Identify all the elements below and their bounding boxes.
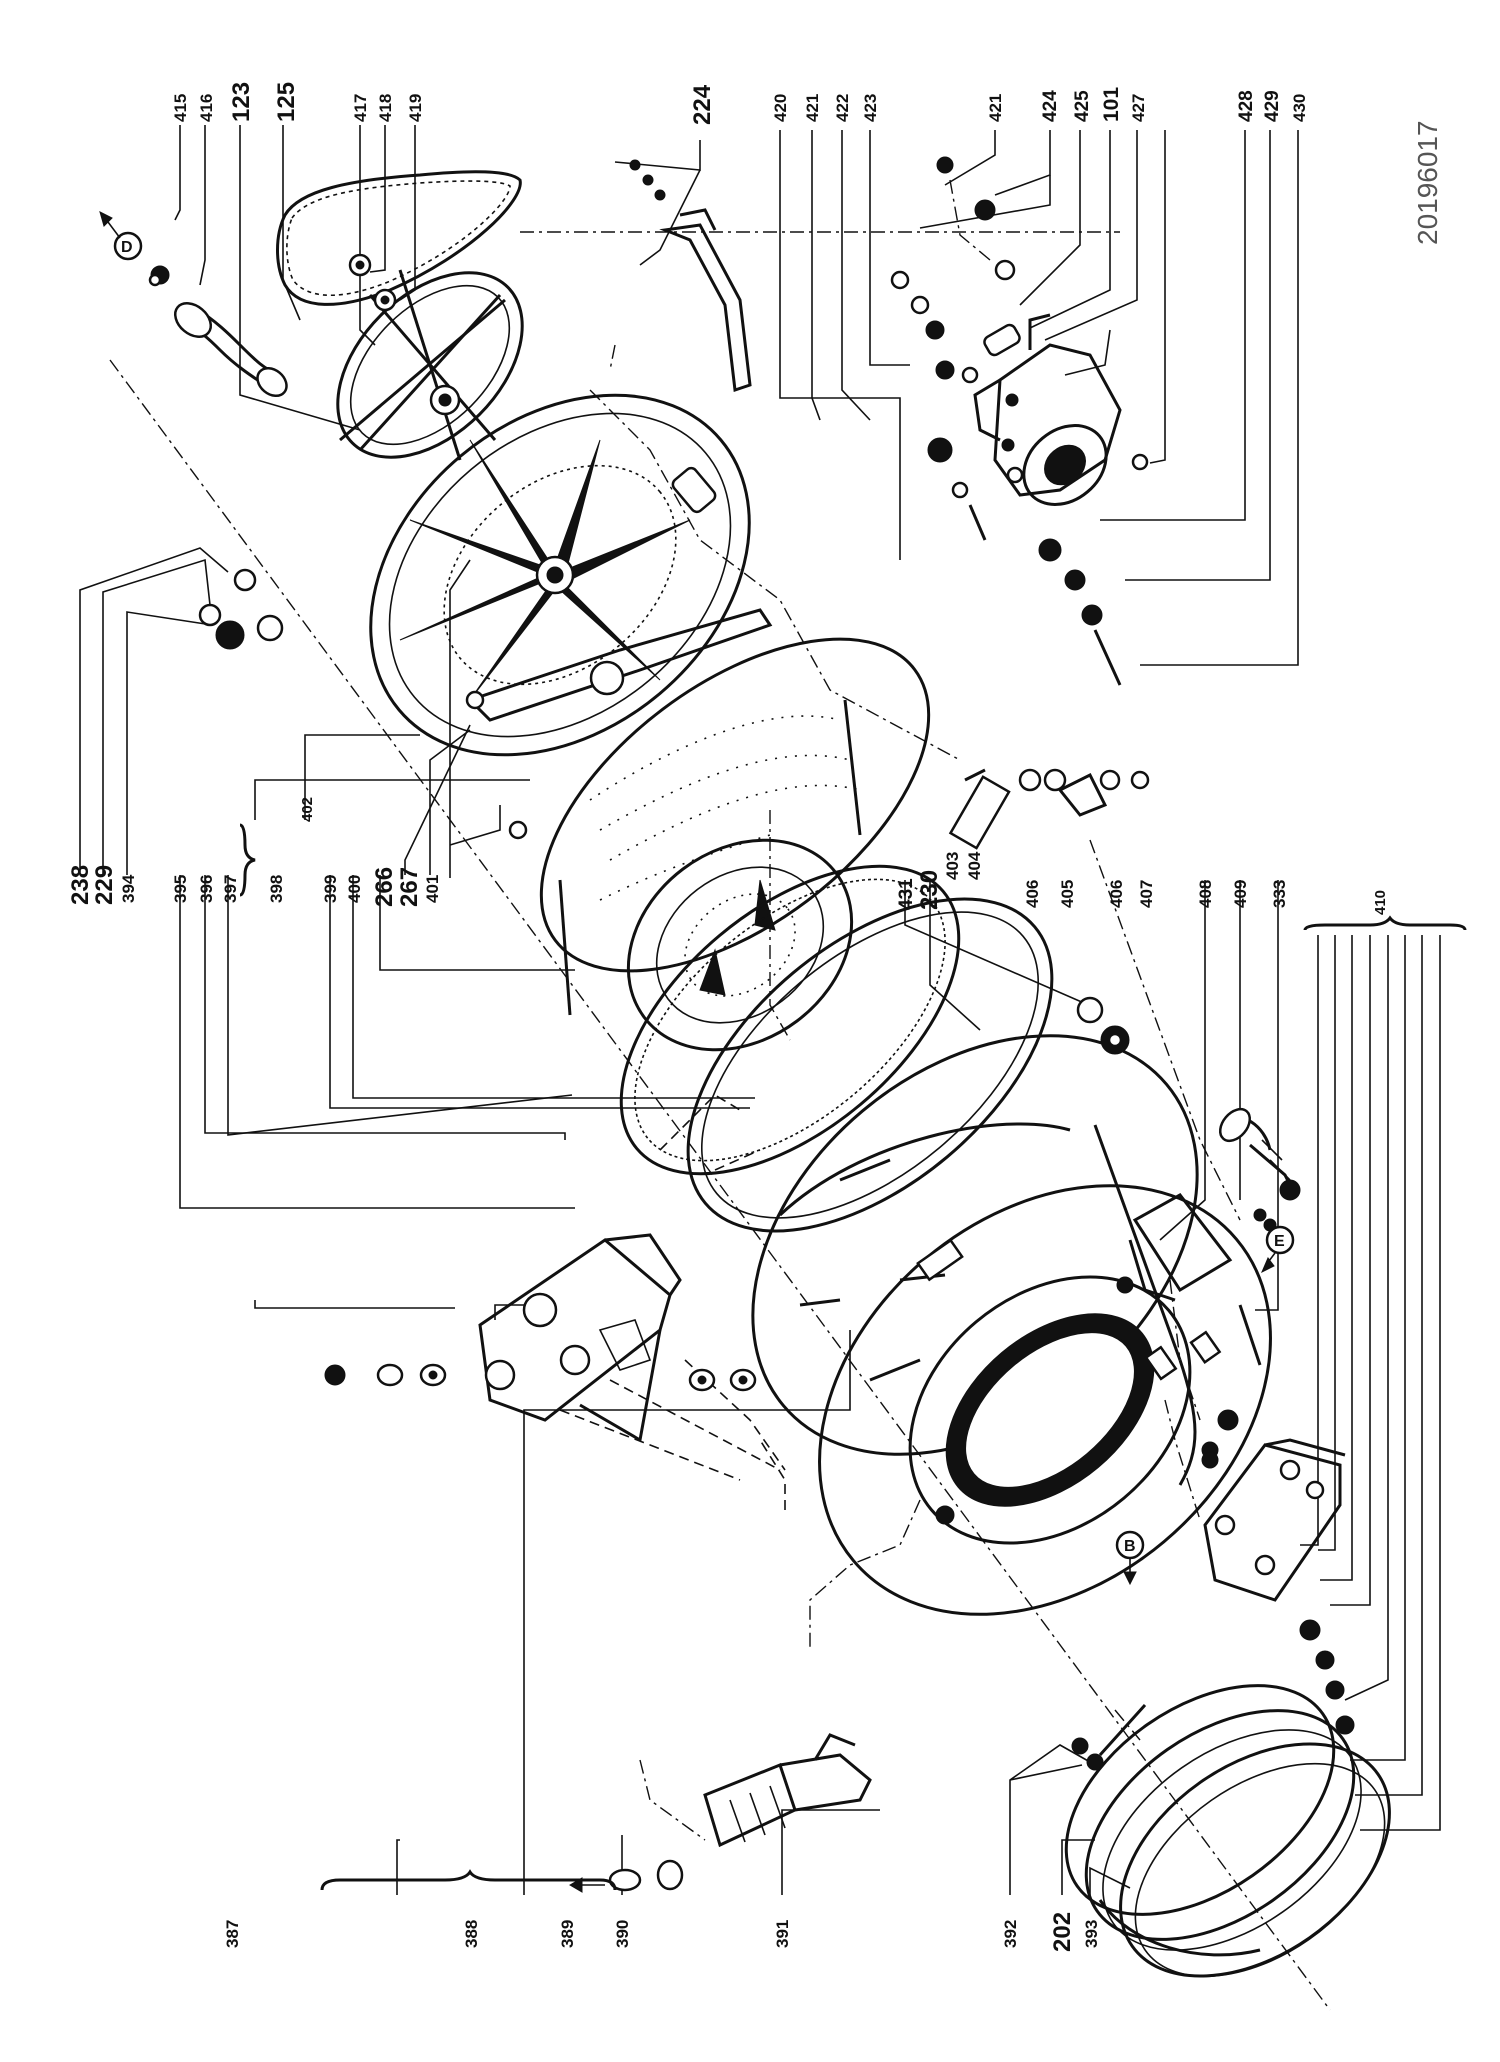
label-421-top: 421 <box>803 94 822 122</box>
part-labels: 415 416 123 125 417 418 419 224 420 421 … <box>67 82 1443 1952</box>
leader-lines <box>79 125 1441 1895</box>
pulley-fixings <box>348 253 397 312</box>
label-392: 392 <box>1001 1920 1020 1948</box>
label-410: 410 <box>1372 890 1389 915</box>
label-423: 423 <box>861 94 880 122</box>
rear-tub-and-spider <box>198 393 751 757</box>
label-394: 394 <box>119 874 138 903</box>
front-tub <box>751 1034 1272 1616</box>
label-397: 397 <box>221 875 240 903</box>
label-388: 388 <box>462 1920 481 1948</box>
label-396: 396 <box>197 875 216 903</box>
callouts: D E B <box>99 211 1295 1586</box>
label-408: 408 <box>1196 880 1215 908</box>
drive-belt <box>276 170 522 306</box>
callout-b: B <box>1124 1538 1136 1555</box>
label-123: 123 <box>228 82 255 122</box>
label-420: 420 <box>771 94 790 122</box>
label-238: 238 <box>67 865 94 905</box>
fixing-washers <box>324 1363 757 1392</box>
label-393: 393 <box>1082 1920 1101 1948</box>
label-229: 229 <box>91 865 118 905</box>
counterweight <box>478 1233 682 1443</box>
label-101: 101 <box>1100 87 1123 122</box>
label-421-right: 421 <box>986 94 1005 122</box>
label-333: 333 <box>1270 880 1289 908</box>
label-422: 422 <box>833 94 852 122</box>
label-399: 399 <box>321 875 340 903</box>
callout-d-circle <box>113 231 143 261</box>
label-404: 404 <box>965 851 984 880</box>
group-braces <box>239 823 1467 1891</box>
label-417: 417 <box>351 94 370 122</box>
label-405: 405 <box>1058 880 1077 908</box>
label-202: 202 <box>1049 1912 1076 1952</box>
label-230: 230 <box>916 870 943 910</box>
label-430: 430 <box>1290 94 1309 122</box>
label-424: 424 <box>1040 90 1061 122</box>
label-125: 125 <box>273 82 300 122</box>
label-429: 429 <box>1262 90 1283 122</box>
label-403: 403 <box>943 852 962 880</box>
label-387: 387 <box>223 1920 242 1948</box>
pump-bracket <box>1201 1438 1355 1735</box>
label-224: 224 <box>689 84 716 125</box>
label-425: 425 <box>1072 90 1093 122</box>
door-bellows <box>1064 1684 1391 1978</box>
label-416: 416 <box>197 94 216 122</box>
label-267: 267 <box>396 867 423 907</box>
label-409: 409 <box>1231 880 1250 908</box>
inner-drum <box>465 608 931 1052</box>
tub-seal-ring <box>619 864 1054 1233</box>
callout-e-circle <box>1265 1225 1295 1255</box>
label-406-a: 406 <box>1023 880 1042 908</box>
label-418: 418 <box>376 94 395 122</box>
assembly-axes <box>109 179 1331 2011</box>
callout-e: E <box>1274 1233 1285 1250</box>
callout-d: D <box>121 239 133 256</box>
label-407: 407 <box>1137 880 1156 908</box>
motor-assembly <box>890 156 1149 686</box>
filter-pump <box>1218 1107 1301 1366</box>
shock-absorber-parts <box>1076 996 1130 1055</box>
label-395: 395 <box>171 875 190 903</box>
bearing-parts <box>948 768 1150 850</box>
label-415: 415 <box>171 94 190 122</box>
label-400: 400 <box>345 875 364 903</box>
label-406-b: 406 <box>1107 880 1126 908</box>
drain-hose <box>569 1733 872 1893</box>
label-398: 398 <box>267 875 286 903</box>
label-431: 431 <box>896 878 917 910</box>
label-389: 389 <box>558 1920 577 1948</box>
label-402: 402 <box>299 797 316 822</box>
label-401: 401 <box>423 875 442 903</box>
label-391: 391 <box>773 1920 792 1948</box>
label-428: 428 <box>1236 90 1257 122</box>
drum-pulley <box>336 269 524 461</box>
label-266: 266 <box>371 867 398 907</box>
pump-hose-top <box>148 265 288 398</box>
label-419: 419 <box>406 94 425 122</box>
label-390: 390 <box>613 1920 632 1948</box>
heater-element <box>629 159 752 393</box>
label-427: 427 <box>1129 94 1148 122</box>
drawing-code: 20196017 <box>1412 120 1443 245</box>
